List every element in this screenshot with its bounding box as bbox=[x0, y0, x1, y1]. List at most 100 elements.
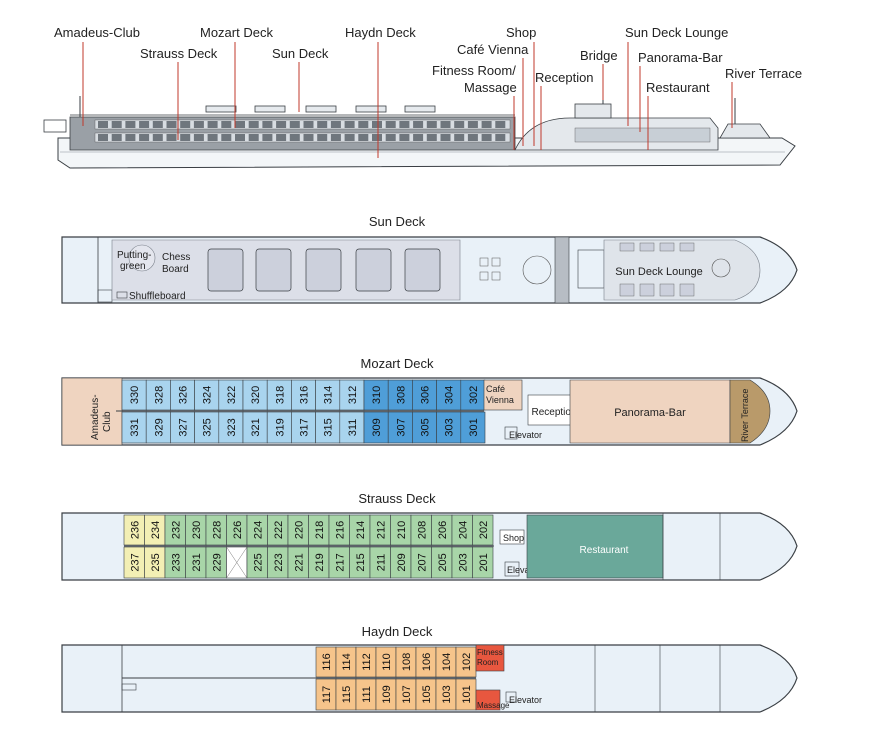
sun-deck-lounge-label: Sun Deck Lounge bbox=[615, 266, 702, 278]
fitness-room-label-1: Fitness bbox=[477, 648, 503, 657]
cabin-number: 303 bbox=[444, 418, 456, 436]
profile-window bbox=[248, 121, 259, 128]
label-bridge: Bridge bbox=[580, 48, 618, 63]
cabin-number: 306 bbox=[420, 386, 432, 404]
cabin-number: 302 bbox=[468, 386, 480, 404]
massage-label: Massage bbox=[477, 701, 510, 710]
cabin-number: 233 bbox=[170, 553, 182, 571]
cabin-number: 214 bbox=[355, 521, 367, 539]
cabin-number: 330 bbox=[129, 386, 141, 404]
cabin-number: 317 bbox=[299, 418, 311, 436]
cabin-number: 209 bbox=[396, 553, 408, 571]
profile-window bbox=[235, 121, 245, 128]
cabin-number: 305 bbox=[420, 418, 432, 436]
cabin-box bbox=[387, 411, 413, 444]
cabin-number: 108 bbox=[401, 653, 413, 671]
profile-window bbox=[454, 121, 465, 128]
cabin-number: 115 bbox=[341, 686, 353, 704]
cabin-number: 206 bbox=[437, 521, 449, 539]
cabin-box bbox=[412, 379, 437, 411]
cabin-number: 324 bbox=[202, 386, 214, 404]
profile-window bbox=[262, 134, 273, 141]
putting-green-label-2: green bbox=[120, 261, 146, 272]
cabin-box bbox=[242, 379, 268, 411]
sun-deck-title: Sun Deck bbox=[369, 214, 426, 229]
profile-window bbox=[289, 134, 300, 141]
profile-window bbox=[399, 121, 410, 128]
profile-window bbox=[180, 134, 191, 141]
label-shop: Shop bbox=[506, 25, 536, 40]
cabin-number: 215 bbox=[355, 553, 367, 571]
reception-label: Reception bbox=[531, 407, 576, 418]
cabin-box bbox=[266, 379, 292, 411]
profile-window bbox=[111, 121, 122, 128]
profile-window bbox=[317, 134, 328, 141]
cabin-number: 208 bbox=[416, 521, 428, 539]
mozart-deck-title: Mozart Deck bbox=[361, 356, 434, 371]
cabin-number: 325 bbox=[202, 418, 214, 436]
cabin-box bbox=[170, 379, 195, 411]
cabin-box bbox=[363, 411, 389, 444]
ship-profile bbox=[43, 96, 796, 169]
shop-label: Shop bbox=[503, 533, 524, 543]
cabin-number: 231 bbox=[191, 553, 203, 571]
profile-window bbox=[276, 134, 287, 141]
chess-board-label-2: Board bbox=[162, 264, 189, 275]
profile-leaders bbox=[82, 42, 733, 158]
profile-window bbox=[344, 134, 355, 141]
label-river-terrace: River Terrace bbox=[725, 66, 802, 81]
profile-window bbox=[454, 134, 465, 141]
cabin-number: 219 bbox=[314, 553, 326, 571]
cabin-number: 310 bbox=[371, 386, 383, 404]
cabin-number: 202 bbox=[478, 521, 490, 539]
cabin-number: 222 bbox=[273, 521, 285, 539]
profile-window bbox=[330, 121, 341, 128]
profile-windows bbox=[98, 121, 506, 141]
cabin-number: 229 bbox=[211, 553, 223, 571]
cabin-number: 106 bbox=[421, 653, 433, 671]
cabin-number: 225 bbox=[252, 553, 264, 571]
profile-window bbox=[152, 134, 163, 141]
sun-deck-plan: Putting- green Chess Board Shuffleboard … bbox=[61, 236, 798, 304]
cabin-number: 318 bbox=[274, 386, 286, 404]
profile-window bbox=[426, 121, 437, 128]
label-haydn-deck: Haydn Deck bbox=[345, 25, 416, 40]
cabin-number: 110 bbox=[381, 653, 393, 671]
cabin-number: 331 bbox=[129, 418, 141, 436]
cabin-box bbox=[194, 411, 220, 444]
cabin-number: 328 bbox=[153, 386, 165, 404]
profile-window bbox=[467, 121, 478, 128]
cabin-number: 223 bbox=[273, 553, 285, 571]
profile-window bbox=[276, 121, 287, 128]
cabin-number: 105 bbox=[421, 685, 433, 703]
cabin-box bbox=[472, 514, 494, 546]
cabin-box bbox=[266, 411, 292, 444]
label-sun-deck-lounge: Sun Deck Lounge bbox=[625, 25, 728, 40]
cabin-number: 322 bbox=[226, 386, 238, 404]
cabin-box bbox=[121, 379, 147, 411]
profile-window bbox=[235, 134, 245, 141]
cabin-number: 309 bbox=[371, 418, 383, 436]
cafe-vienna-label-1: Café bbox=[486, 384, 505, 394]
cabin-box bbox=[315, 379, 341, 411]
cabin-box bbox=[194, 379, 220, 411]
cabin-number: 307 bbox=[395, 418, 407, 436]
profile-window bbox=[207, 121, 218, 128]
profile-window bbox=[221, 121, 232, 128]
cabin-box bbox=[218, 379, 244, 411]
mozart-elevator-label: Elevator bbox=[509, 430, 542, 440]
profile-window bbox=[385, 121, 396, 128]
cabin-number: 111 bbox=[361, 686, 373, 703]
amadeus-club-label-1: Amadeus- bbox=[90, 394, 101, 440]
cabin-number: 218 bbox=[314, 521, 326, 539]
profile-window bbox=[221, 134, 232, 141]
label-reception: Reception bbox=[535, 70, 594, 85]
label-fitness-2: Massage bbox=[464, 80, 517, 95]
profile-window bbox=[413, 134, 424, 141]
profile-window bbox=[413, 121, 424, 128]
cabin-number: 301 bbox=[468, 418, 480, 436]
profile-window bbox=[440, 121, 451, 128]
